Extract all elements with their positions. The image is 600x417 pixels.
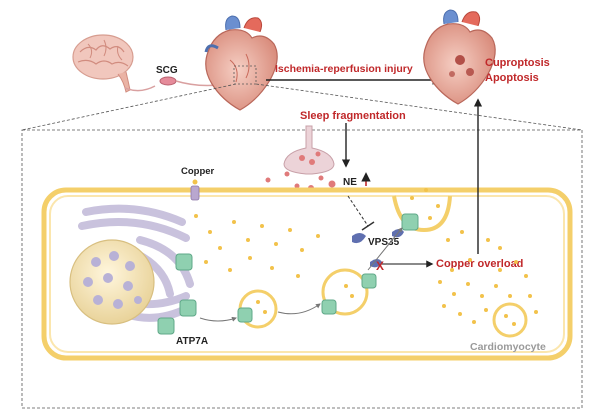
vps35-icon bbox=[352, 233, 366, 244]
ne-inhibit-bar bbox=[361, 221, 375, 231]
apoptosis-label: Apoptosis bbox=[485, 72, 539, 84]
nucleus-icon bbox=[69, 239, 155, 325]
cell-membrane bbox=[41, 187, 573, 361]
copper-dots bbox=[194, 188, 538, 324]
vps35-label: VPS35 bbox=[368, 237, 400, 248]
copper-channel bbox=[190, 185, 200, 201]
traffic-arrow-3 bbox=[367, 227, 403, 271]
brain-icon bbox=[72, 34, 134, 93]
zoom-line-right bbox=[255, 83, 583, 131]
vesicle bbox=[492, 302, 528, 338]
vesicle bbox=[237, 289, 278, 329]
membrane-transporter bbox=[401, 213, 419, 231]
sleep-label: Sleep fragmentation bbox=[300, 110, 406, 122]
neuron-terminal-icon bbox=[283, 125, 335, 175]
membrane-invagination bbox=[392, 195, 452, 233]
nerve-line bbox=[124, 85, 156, 92]
vps35-icon-3 bbox=[370, 259, 382, 268]
vesicle bbox=[321, 268, 377, 316]
ischemia-label: Ischemia-reperfusion injury bbox=[275, 63, 413, 75]
traffic-arrow-2 bbox=[277, 303, 321, 315]
zoom-frame bbox=[21, 129, 583, 409]
cell-membrane-inner bbox=[49, 195, 565, 353]
atp7a-transporter bbox=[157, 253, 197, 335]
copper-ion bbox=[192, 179, 198, 185]
heart-icon bbox=[204, 15, 278, 111]
copper-label: Copper bbox=[181, 166, 215, 177]
atp7a-label: ATP7A bbox=[176, 336, 208, 347]
copper-overload-label: Copper overload bbox=[436, 258, 523, 270]
cardiomyocyte-label: Cardiomyocyte bbox=[470, 341, 546, 353]
ne-inhibit-line bbox=[347, 195, 369, 227]
traffic-arrow-1 bbox=[199, 316, 237, 322]
scg-ganglion bbox=[159, 76, 177, 86]
block-mark: X bbox=[376, 259, 384, 273]
scg-label: SCG bbox=[156, 65, 178, 76]
ne-label: NE bbox=[343, 177, 357, 188]
cuproptosis-label: Cuproptosis bbox=[485, 57, 550, 69]
zoom-line-left bbox=[21, 83, 237, 131]
injured-heart-icon bbox=[423, 9, 496, 105]
